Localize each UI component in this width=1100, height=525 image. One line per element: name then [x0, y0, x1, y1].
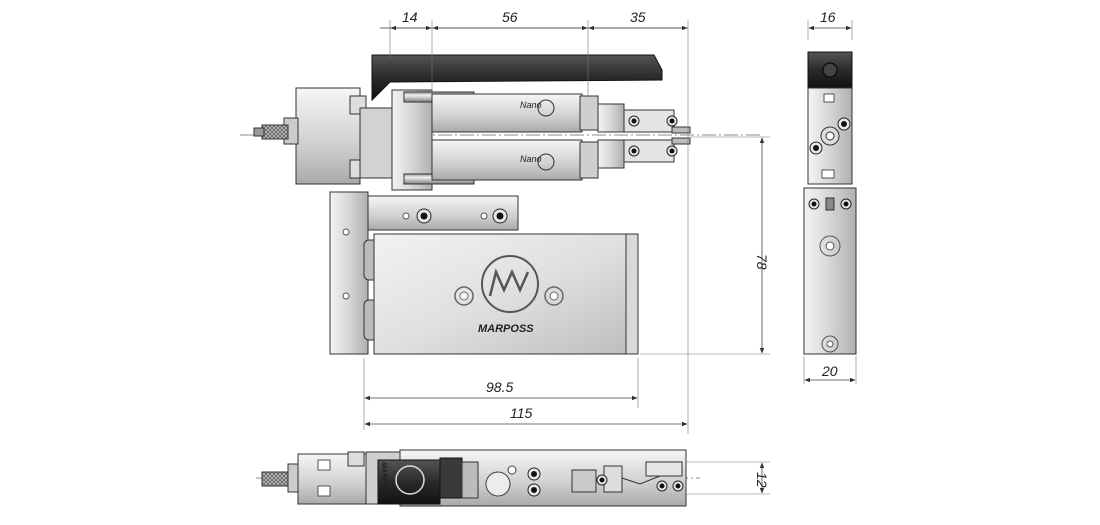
cable-knurl-top [261, 471, 289, 487]
side-arm [807, 51, 853, 89]
dim-115: 115 [510, 405, 533, 421]
front-view: Nano Nano [240, 54, 760, 355]
cable-knurl [261, 124, 289, 140]
dim-56: 56 [502, 9, 518, 25]
probe-label-upper: Nano [520, 100, 542, 110]
side-plate [329, 191, 369, 355]
dim-16: 16 [820, 9, 836, 25]
dimensions-front: 14 56 35 78 98.5 115 [363, 9, 770, 434]
dim-35: 35 [630, 9, 646, 25]
marposs-logo-icon [481, 255, 539, 313]
top-view: MARPOSS 12 [256, 449, 770, 507]
dim-12: 12 [754, 472, 770, 488]
gauge-arm [371, 54, 663, 102]
marposs-logo-icon-top [395, 465, 425, 495]
probe-label-lower: Nano [520, 154, 542, 164]
main-body [373, 233, 639, 355]
probe-upper: Nano [403, 91, 691, 134]
dim-78: 78 [754, 254, 770, 270]
brand-label-top: MARPOSS [380, 462, 387, 498]
probe-holder [391, 89, 433, 191]
connector-block [253, 87, 367, 185]
logo-icon [537, 99, 555, 117]
side-body [803, 187, 857, 355]
side-view: 16 20 [803, 9, 857, 384]
logo-icon [537, 153, 555, 171]
dim-98-5: 98.5 [486, 379, 513, 395]
mount-bar [367, 195, 519, 231]
dim-20: 20 [821, 363, 838, 379]
dim-14: 14 [402, 9, 418, 25]
brand-label: MARPOSS [478, 323, 534, 335]
probe-lower: Nano [403, 137, 691, 185]
